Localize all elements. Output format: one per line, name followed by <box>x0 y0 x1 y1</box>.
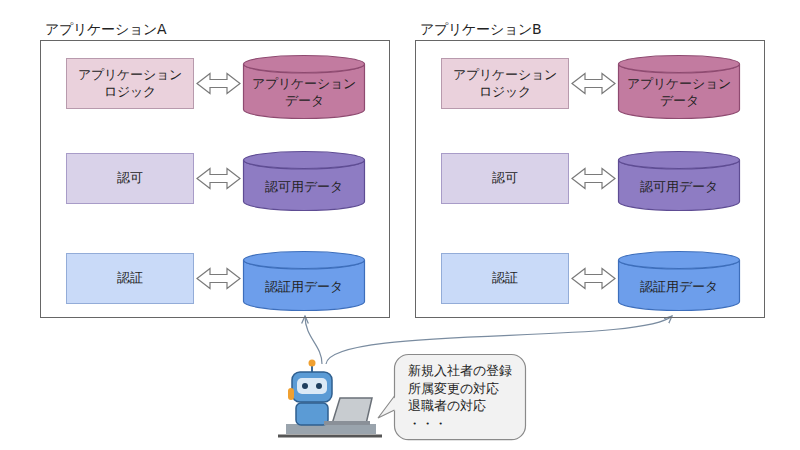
database-cylinder: 認証用データ <box>618 251 740 311</box>
node-label: アプリケーション データ <box>252 76 356 110</box>
double-arrow-connector <box>572 269 615 289</box>
database-cylinder: 認可用データ <box>243 151 365 211</box>
database-cylinder: 認可用データ <box>618 151 740 211</box>
node-label: 認証用データ <box>640 279 718 296</box>
function-box: 認可 <box>441 153 569 204</box>
speech-bubble: 新規入社者の登録 所属変更の対応 退職者の対応 ・・・ <box>394 354 526 440</box>
node-label: アプリケーション ロジック <box>453 67 557 101</box>
frame-heading: アプリケーションA <box>45 20 167 38</box>
leader-line <box>305 316 322 364</box>
node-label: 認証用データ <box>265 279 343 296</box>
frame-heading: アプリケーションB <box>420 20 542 38</box>
database-cylinder: アプリケーション データ <box>243 55 365 119</box>
function-box: アプリケーション ロジック <box>66 58 194 109</box>
node-label: アプリケーション ロジック <box>78 67 182 101</box>
node-label: アプリケーション データ <box>627 76 731 110</box>
node-label: 認可 <box>492 170 518 187</box>
function-box: アプリケーション ロジック <box>441 58 569 109</box>
double-arrow-connector <box>197 169 240 189</box>
double-arrow-connector <box>197 269 240 289</box>
application-frame: アプリケーションAアプリケーション ロジックアプリケーション データ認可認可用デ… <box>40 40 390 318</box>
node-label: 認可用データ <box>265 179 343 196</box>
function-box: 認証 <box>441 253 569 304</box>
double-arrow-connector <box>572 169 615 189</box>
robot-illustration <box>278 360 382 437</box>
node-label: 認可用データ <box>640 179 718 196</box>
node-label: 認証 <box>492 270 518 287</box>
node-label: 新規入社者の登録 所属変更の対応 退職者の対応 ・・・ <box>408 362 512 432</box>
application-frame: アプリケーションBアプリケーション ロジックアプリケーション データ認可認可用デ… <box>415 40 765 318</box>
double-arrow-connector <box>572 74 615 94</box>
database-cylinder: 認証用データ <box>243 251 365 311</box>
database-cylinder: アプリケーション データ <box>618 55 740 119</box>
node-label: 認可 <box>117 170 143 187</box>
node-label: 認証 <box>117 270 143 287</box>
double-arrow-connector <box>197 74 240 94</box>
function-box: 認可 <box>66 153 194 204</box>
function-box: 認証 <box>66 253 194 304</box>
